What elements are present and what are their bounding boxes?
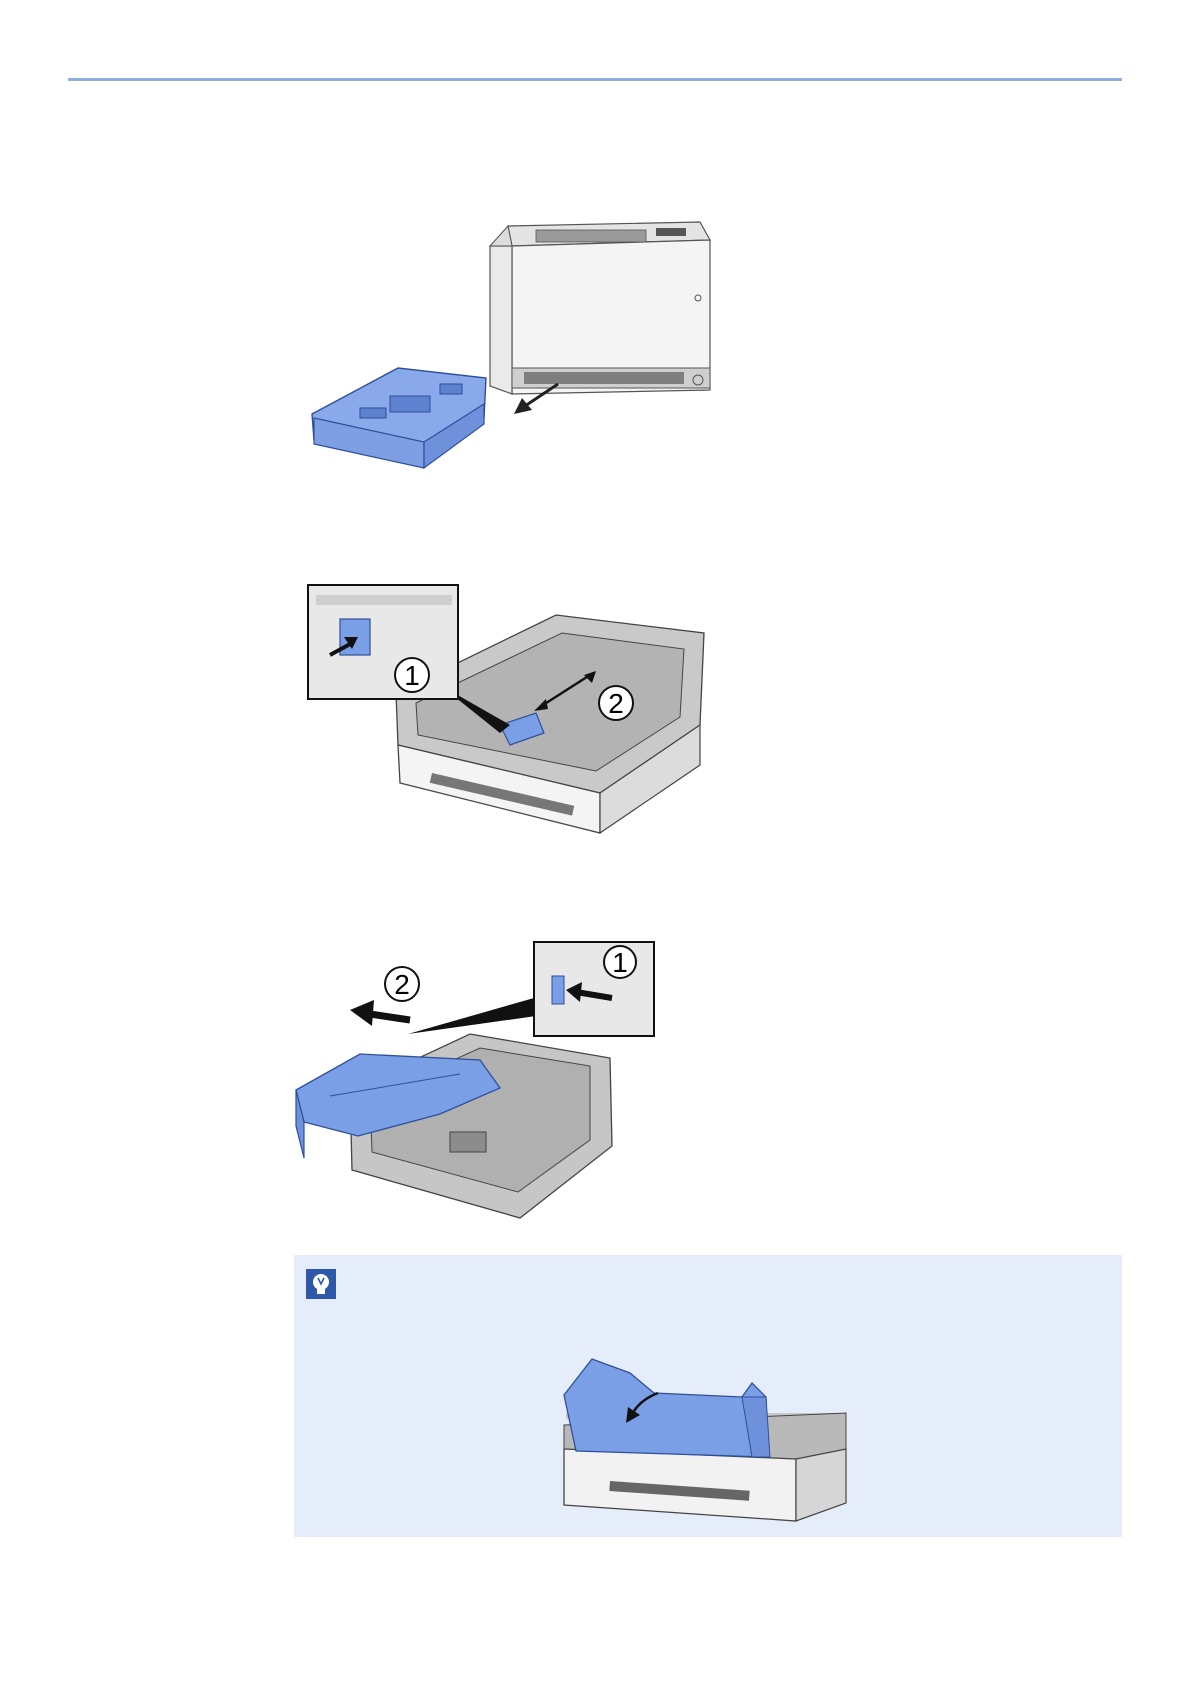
note-box [294,1255,1122,1537]
header-rule [68,78,1122,81]
callout-1-label: 1 [404,660,420,691]
paper-tray [312,368,486,468]
extension-flap [564,1359,770,1457]
printer [490,222,710,394]
note-icon [306,1269,336,1299]
length-guide-adjust-illustration: 2 1 [300,575,730,845]
callout-2: 2 [385,967,419,1001]
printer-tray-removal-illustration [300,218,740,508]
detail-inset: 1 [408,942,654,1036]
callout-2-label: 2 [608,688,624,719]
callout-2-label: 2 [394,969,410,1000]
tray-extension-fold-illustration [556,1353,852,1523]
callout-1-label: 1 [612,947,628,978]
tray-extension-illustration: 2 1 [290,938,690,1228]
extend-arrow [350,1000,410,1026]
callout-2: 2 [599,686,633,720]
